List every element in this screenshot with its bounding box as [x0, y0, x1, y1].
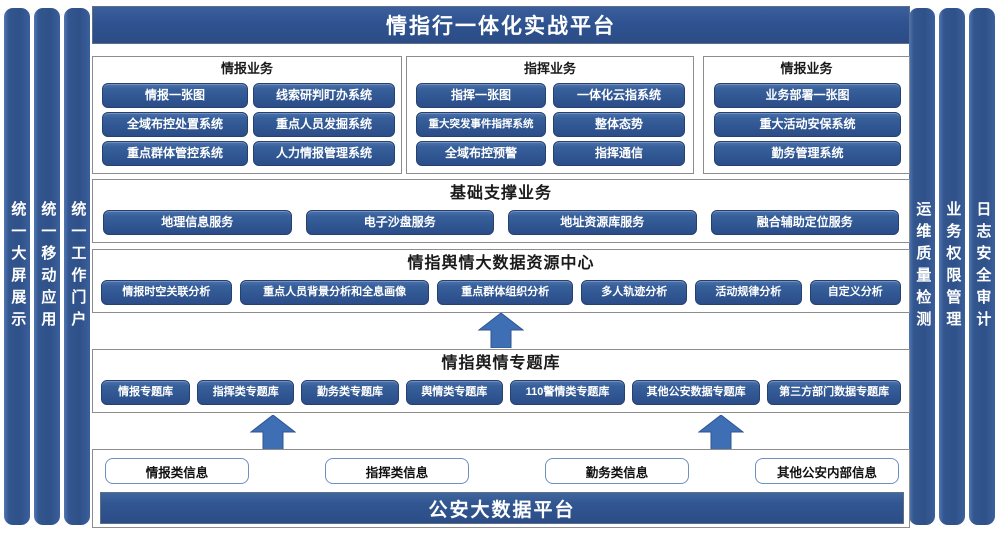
btn-cmd-1[interactable]: 指挥一张图 [416, 83, 546, 108]
btn-topic-2[interactable]: 指挥类专题库 [197, 380, 295, 405]
chip-source-2[interactable]: 指挥类信息 [325, 458, 469, 484]
btn-intel-5[interactable]: 重点人员发掘系统 [253, 112, 395, 137]
btn-cmd-6[interactable]: 指挥通信 [553, 141, 685, 166]
pillar-left-2-label: 统一移动应用 [39, 200, 57, 333]
btn-topic-6[interactable]: 其他公安数据专题库 [632, 380, 761, 405]
btn-intel-6[interactable]: 人力情报管理系统 [253, 141, 395, 166]
btn-bigdata-4[interactable]: 多人轨迹分析 [581, 280, 688, 305]
arrow-topic-up-right [698, 415, 744, 450]
btn-topic-5[interactable]: 110警情类专题库 [509, 380, 626, 405]
btn-intel-r-1[interactable]: 业务部署一张图 [714, 83, 901, 108]
btn-cmd-2[interactable]: 重大突发事件指挥系统 [416, 112, 546, 137]
panel-bigdata-center-title: 情指舆情大数据资源中心 [407, 255, 595, 272]
btn-cmd-5[interactable]: 整体态势 [553, 112, 685, 137]
platform-bar: 公安大数据平台 [100, 492, 904, 524]
panel-source-layer: 情报类信息 指挥类信息 勤务类信息 其他公安内部信息 公安大数据平台 [92, 449, 910, 528]
pillar-left-3-label: 统一工作门户 [69, 200, 87, 333]
btn-intel-1[interactable]: 情报一张图 [102, 83, 248, 108]
panel-command-business: 指挥业务 指挥一张图 重大突发事件指挥系统 全域布控预警 一体化云指系统 整体态… [406, 56, 694, 174]
pillar-right-1[interactable]: 运维质量检测 [909, 8, 935, 525]
btn-bigdata-2[interactable]: 重点人员背景分析和全息画像 [239, 280, 430, 305]
pillar-right-1-label: 运维质量检测 [914, 200, 932, 333]
panel-intelligence-business: 情报业务 情报一张图 全域布控处置系统 重点群体管控系统 线索研判盯办系统 重点… [92, 56, 402, 174]
btn-intel-4[interactable]: 线索研判盯办系统 [253, 83, 395, 108]
pillar-right-2-label: 业务权限管理 [944, 200, 962, 333]
chip-source-1[interactable]: 情报类信息 [105, 458, 249, 484]
arrow-bigdata-up [478, 313, 524, 348]
pillar-right-3-label: 日志安全审计 [974, 200, 992, 333]
btn-intel-r-3[interactable]: 勤务管理系统 [714, 141, 901, 166]
pillar-left-2[interactable]: 统一移动应用 [34, 8, 60, 525]
pillar-left-1-label: 统一大屏展示 [9, 200, 27, 333]
pillar-right-2[interactable]: 业务权限管理 [939, 8, 965, 525]
arrow-topic-up-left [250, 415, 296, 450]
btn-intel-2[interactable]: 全域布控处置系统 [102, 112, 248, 137]
btn-cmd-4[interactable]: 一体化云指系统 [553, 83, 685, 108]
btn-bigdata-1[interactable]: 情报时空关联分析 [101, 280, 232, 305]
btn-cmd-3[interactable]: 全域布控预警 [416, 141, 546, 166]
panel-intelligence-business-right-title: 情报业务 [780, 61, 833, 76]
panel-bigdata-center: 情指舆情大数据资源中心 情报时空关联分析 重点人员背景分析和全息画像 重点群体组… [92, 249, 910, 313]
btn-topic-1[interactable]: 情报专题库 [101, 380, 191, 405]
pillar-left-3[interactable]: 统一工作门户 [64, 8, 90, 525]
panel-topic-library: 情指舆情专题库 情报专题库 指挥类专题库 勤务类专题库 舆情类专题库 110警情… [92, 349, 910, 413]
btn-support-4[interactable]: 融合辅助定位服务 [710, 210, 899, 235]
panel-topic-library-title: 情指舆情专题库 [441, 355, 561, 372]
btn-bigdata-6[interactable]: 自定义分析 [809, 280, 901, 305]
btn-intel-3[interactable]: 重点群体管控系统 [102, 141, 248, 166]
panel-support-layer-title: 基础支撑业务 [449, 185, 552, 202]
panel-command-business-title: 指挥业务 [523, 61, 576, 76]
page-title: 情指行一体化实战平台 [92, 6, 910, 44]
btn-topic-4[interactable]: 舆情类专题库 [405, 380, 503, 405]
btn-support-1[interactable]: 地理信息服务 [103, 210, 292, 235]
panel-intelligence-business-title: 情报业务 [220, 61, 273, 76]
chip-source-3[interactable]: 勤务类信息 [545, 458, 689, 484]
chip-source-4[interactable]: 其他公安内部信息 [755, 458, 899, 484]
btn-support-2[interactable]: 电子沙盘服务 [305, 210, 494, 235]
pillar-right-3[interactable]: 日志安全审计 [969, 8, 995, 525]
btn-topic-3[interactable]: 勤务类专题库 [301, 380, 399, 405]
panel-support-layer: 基础支撑业务 地理信息服务 电子沙盘服务 地址资源库服务 融合辅助定位服务 [92, 179, 910, 243]
btn-bigdata-3[interactable]: 重点群体组织分析 [437, 280, 574, 305]
btn-bigdata-5[interactable]: 活动规律分析 [695, 280, 802, 305]
btn-intel-r-2[interactable]: 重大活动安保系统 [714, 112, 901, 137]
panel-intelligence-business-right: 情报业务 业务部署一张图 重大活动安保系统 勤务管理系统 [703, 56, 910, 174]
pillar-left-1[interactable]: 统一大屏展示 [4, 8, 30, 525]
btn-topic-7[interactable]: 第三方部门数据专题库 [767, 380, 901, 405]
btn-support-3[interactable]: 地址资源库服务 [508, 210, 697, 235]
